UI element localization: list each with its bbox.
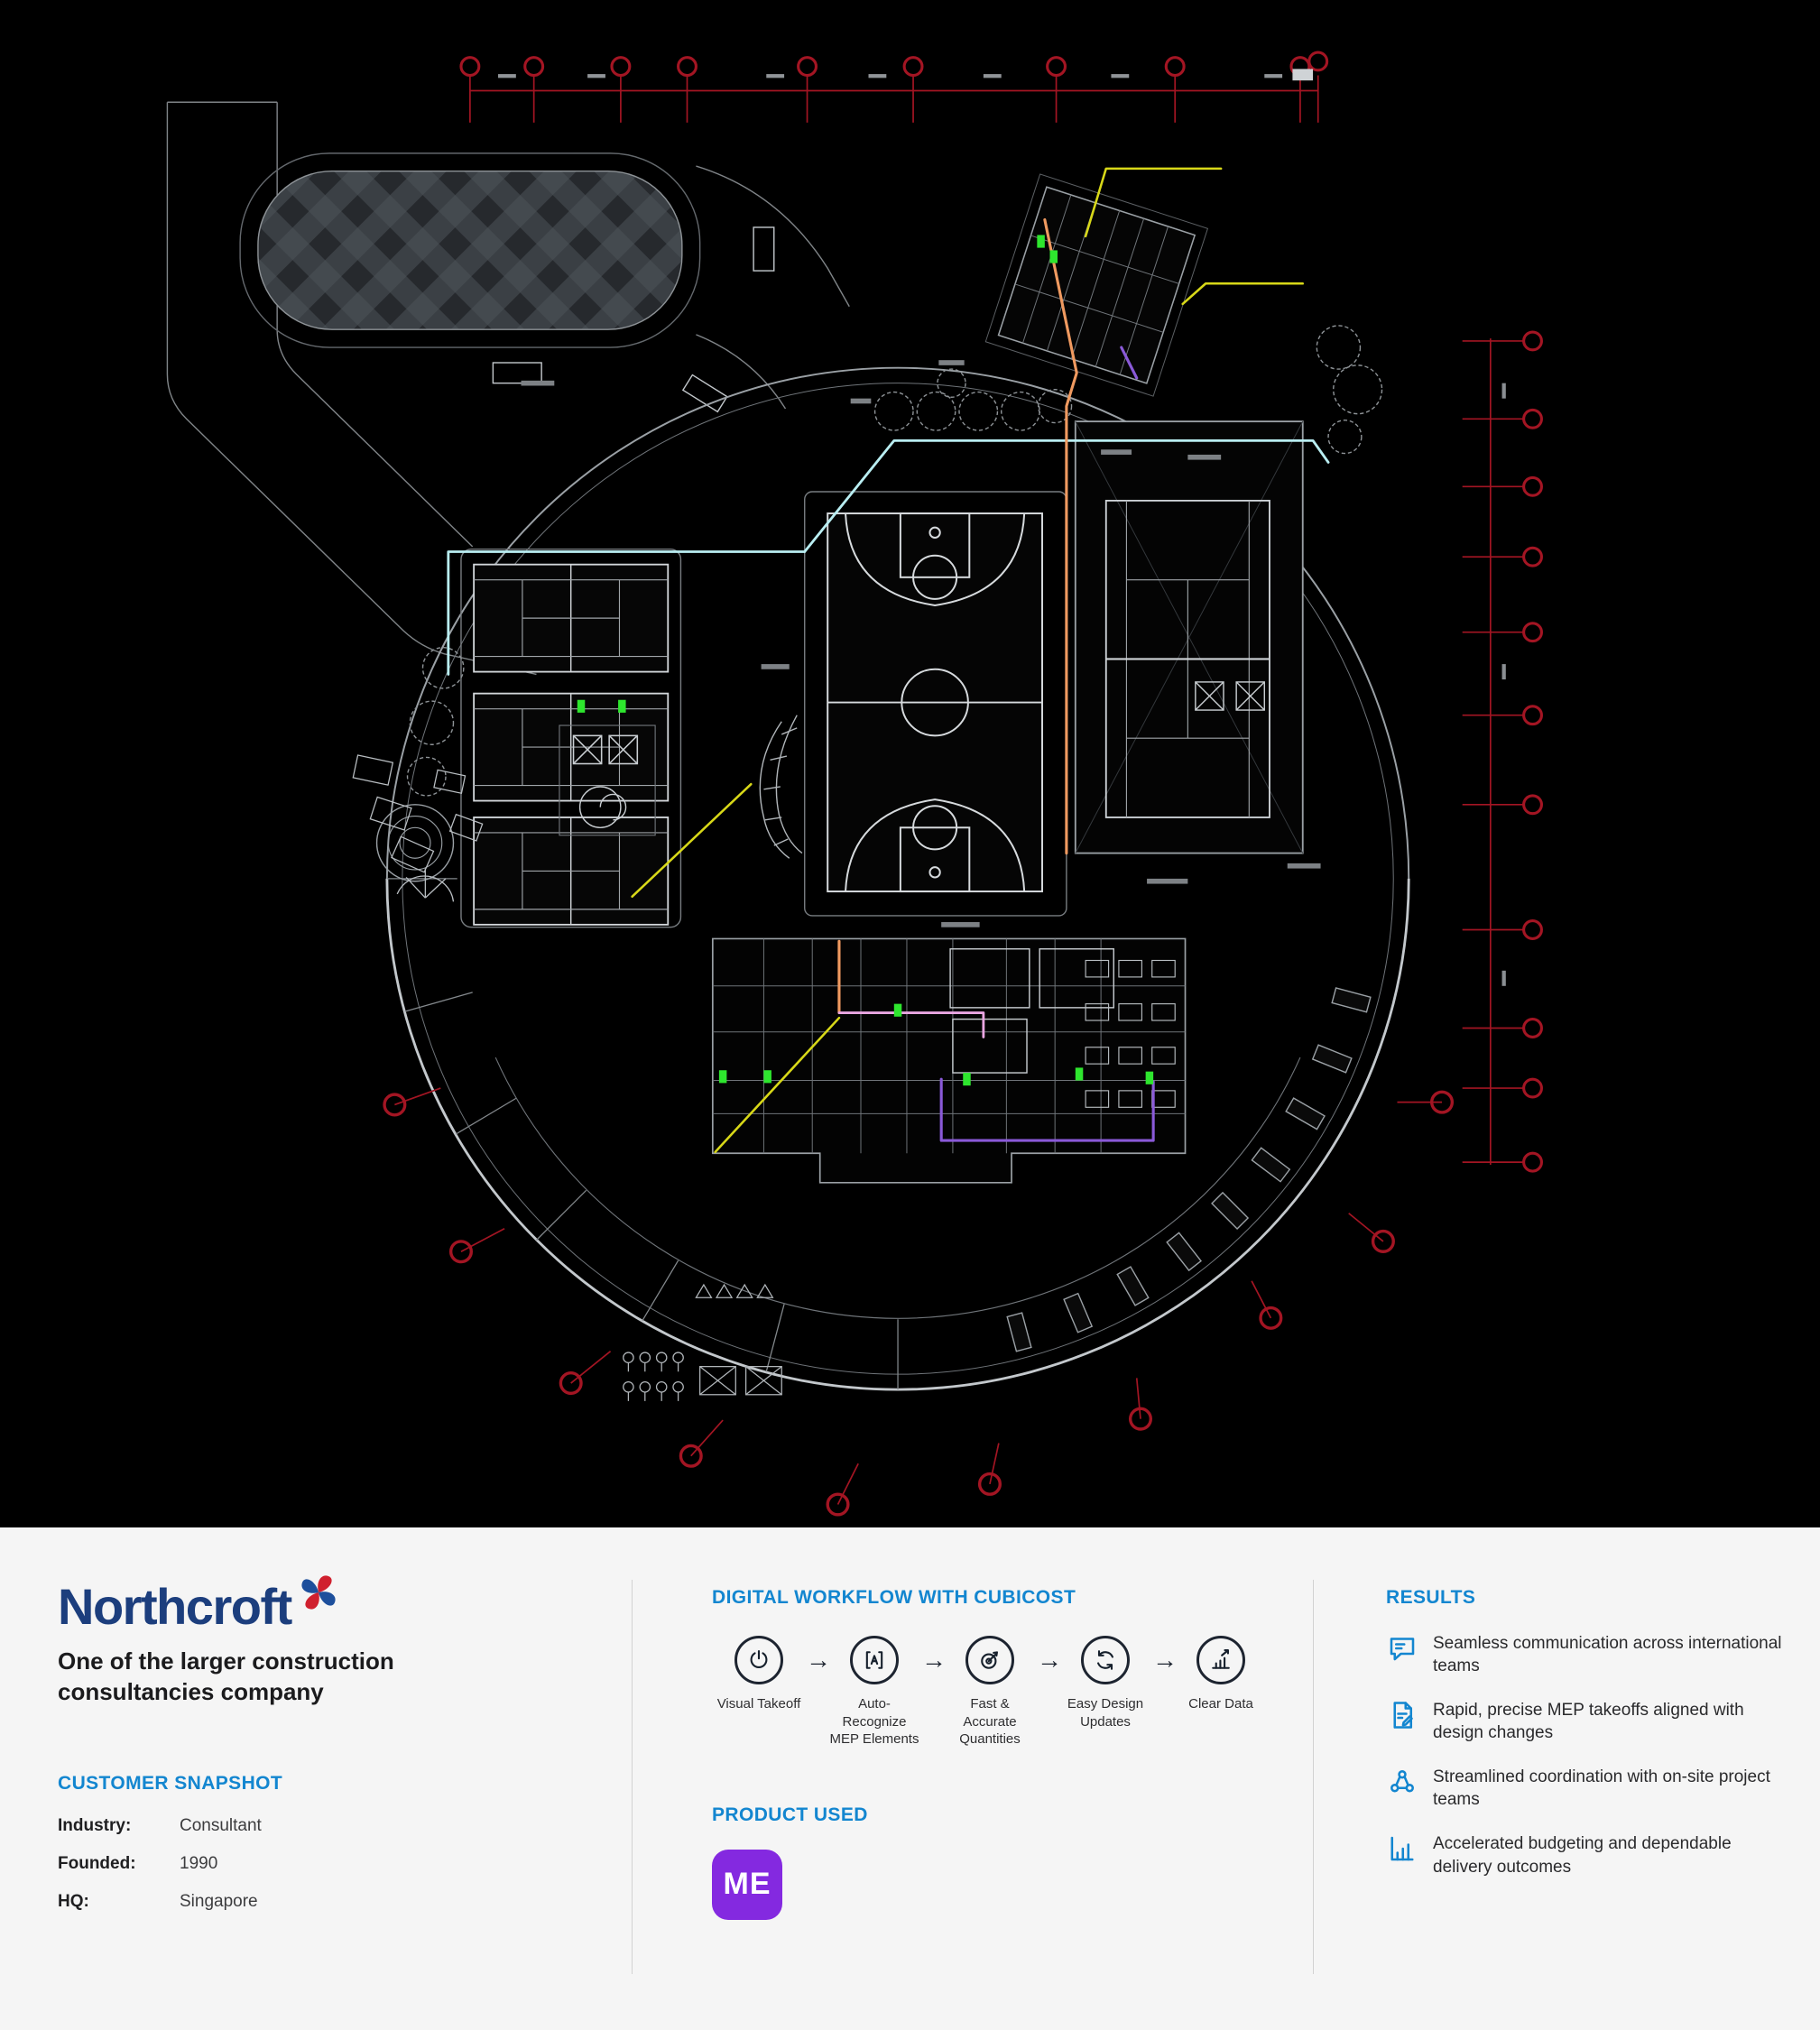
result-text: Rapid, precise MEP takeoffs aligned with…: [1433, 1701, 1744, 1743]
mep-yellow-line-3: [1181, 281, 1305, 306]
arrow-icon: →: [1037, 1646, 1062, 1674]
snapshot-row-hq: HQ: Singapore: [58, 1892, 596, 1912]
tennis-hall: [1074, 420, 1304, 854]
cad-floor-plan: [166, 51, 1543, 1517]
result-text: Streamlined coordination with on-site pr…: [1433, 1767, 1770, 1810]
mep-cyan-line-2: [803, 438, 1330, 553]
bar-chart-icon: [1390, 1837, 1414, 1861]
vehicles: [492, 226, 775, 413]
mep-purple-line: [939, 1077, 1155, 1142]
cad-viewport: [166, 51, 1543, 1517]
mep-lines: [447, 167, 1330, 1154]
arc-room-cells: [1006, 987, 1372, 1352]
result-item: Rapid, precise MEP takeoffs aligned with…: [1386, 1699, 1793, 1744]
workflow-column: DIGITAL WORKFLOW WITH CUBICOST Visual Ta…: [633, 1527, 1313, 2030]
divider: [1313, 1580, 1314, 1974]
plaza-details: [623, 1283, 782, 1401]
cad-annotations: [521, 360, 1321, 927]
arrow-icon: →: [806, 1646, 831, 1674]
brand-name: Northcroft: [58, 1578, 292, 1635]
chat-bubble-icon: [1390, 1638, 1415, 1661]
dimension-chain-right: [1462, 330, 1543, 1173]
mep-purple-line-2: [1120, 346, 1139, 380]
survey-markers: [383, 1087, 1455, 1517]
field-value: 1990: [180, 1853, 218, 1873]
customer-snapshot: CUSTOMER SNAPSHOT Industry: Consultant F…: [58, 1773, 596, 1912]
basketball-court: [804, 491, 1067, 917]
results-title: RESULTS: [1386, 1587, 1476, 1608]
result-item: Streamlined coordination with on-site pr…: [1386, 1766, 1793, 1811]
right-chain-labels: [1501, 383, 1506, 986]
shaft-boxes: [1195, 681, 1265, 711]
cubicost-me-icon: ME: [712, 1849, 782, 1920]
workflow-step-clear-data: Clear Data: [1174, 1636, 1268, 1713]
workflow-step-auto-recognize: Auto-Recognize MEP Elements: [827, 1636, 921, 1749]
mep-cyan-line: [447, 550, 807, 676]
team-icon: [1390, 1770, 1414, 1793]
spiral-ramp: [375, 804, 455, 882]
chart-growth-icon: [1196, 1636, 1245, 1684]
field-value: Consultant: [180, 1815, 262, 1835]
result-item: Accelerated budgeting and dependable del…: [1386, 1832, 1793, 1878]
brand-logo: Northcroft: [58, 1575, 596, 1635]
fan-shade: [396, 868, 455, 902]
dimension-chain-top: [459, 51, 1329, 123]
snapshot-row-founded: Founded: 1990: [58, 1854, 596, 1874]
document-edit-icon: [1393, 1702, 1413, 1729]
field-label: Industry:: [58, 1815, 132, 1835]
result-text: Seamless communication across internatio…: [1433, 1634, 1782, 1676]
workflow-step-label: Fast & Accurate Quantities: [959, 1696, 1021, 1747]
snapshot-row-industry: Industry: Consultant: [58, 1816, 596, 1836]
field-value: Singapore: [180, 1891, 258, 1911]
workflow-title: DIGITAL WORKFLOW WITH CUBICOST: [712, 1587, 1076, 1608]
brand-tagline: One of the larger construction consultan…: [58, 1647, 394, 1705]
workflow-steps: Visual Takeoff → Auto-Recognize MEP Elem…: [712, 1636, 1286, 1749]
mep-yellow-line: [631, 782, 841, 1154]
room-furniture: [352, 754, 484, 873]
target-icon: [965, 1636, 1014, 1684]
workflow-step-design-updates: Easy Design Updates: [1058, 1636, 1152, 1730]
customer-snapshot-title: CUSTOMER SNAPSHOT: [58, 1772, 283, 1794]
product-used-title: PRODUCT USED: [712, 1804, 868, 1825]
divider: [632, 1580, 633, 1974]
refresh-icon: [1081, 1636, 1130, 1684]
power-icon: [734, 1636, 783, 1684]
plant-rooms: [711, 937, 1187, 1184]
product-icon-text: ME: [723, 1867, 771, 1901]
workflow-step-label: Clear Data: [1188, 1696, 1253, 1712]
result-item: Seamless communication across internatio…: [1386, 1632, 1793, 1677]
result-text: Accelerated budgeting and dependable del…: [1433, 1834, 1732, 1877]
mep-fittings: [577, 235, 1154, 1086]
workflow-step-label: Auto-Recognize MEP Elements: [829, 1696, 919, 1747]
mep-pink-line: [837, 1011, 985, 1038]
field-label: HQ:: [58, 1891, 89, 1911]
pinwheel-flower-icon: [301, 1575, 336, 1610]
arrow-icon: →: [921, 1646, 947, 1674]
field-label: Founded:: [58, 1853, 136, 1873]
workflow-step-label: Easy Design Updates: [1067, 1696, 1144, 1730]
brand-column: Northcroft One of the larger constructio…: [0, 1527, 632, 2030]
info-panel: Northcroft One of the larger constructio…: [0, 1527, 1820, 2030]
workflow-step-label: Visual Takeoff: [716, 1696, 801, 1712]
trees: [406, 325, 1383, 797]
workflow-step-visual-takeoff: Visual Takeoff: [712, 1636, 806, 1713]
hatched-driveway: [257, 170, 683, 330]
workflow-step-quantities: Fast & Accurate Quantities: [943, 1636, 1037, 1749]
results-column: RESULTS Seamless communication across in…: [1314, 1527, 1820, 2030]
auto-recognize-icon: [850, 1636, 899, 1684]
road-outlines: [166, 101, 850, 676]
mep-orange-line: [1043, 217, 1078, 855]
mep-yellow-line-2: [1084, 167, 1223, 238]
curved-stair: [759, 715, 803, 859]
dimension-labels: [498, 74, 1283, 78]
stair-core: [559, 724, 656, 836]
arrow-icon: →: [1152, 1646, 1178, 1674]
left-courts: [460, 548, 682, 928]
cad-white-speck: [1292, 69, 1314, 81]
